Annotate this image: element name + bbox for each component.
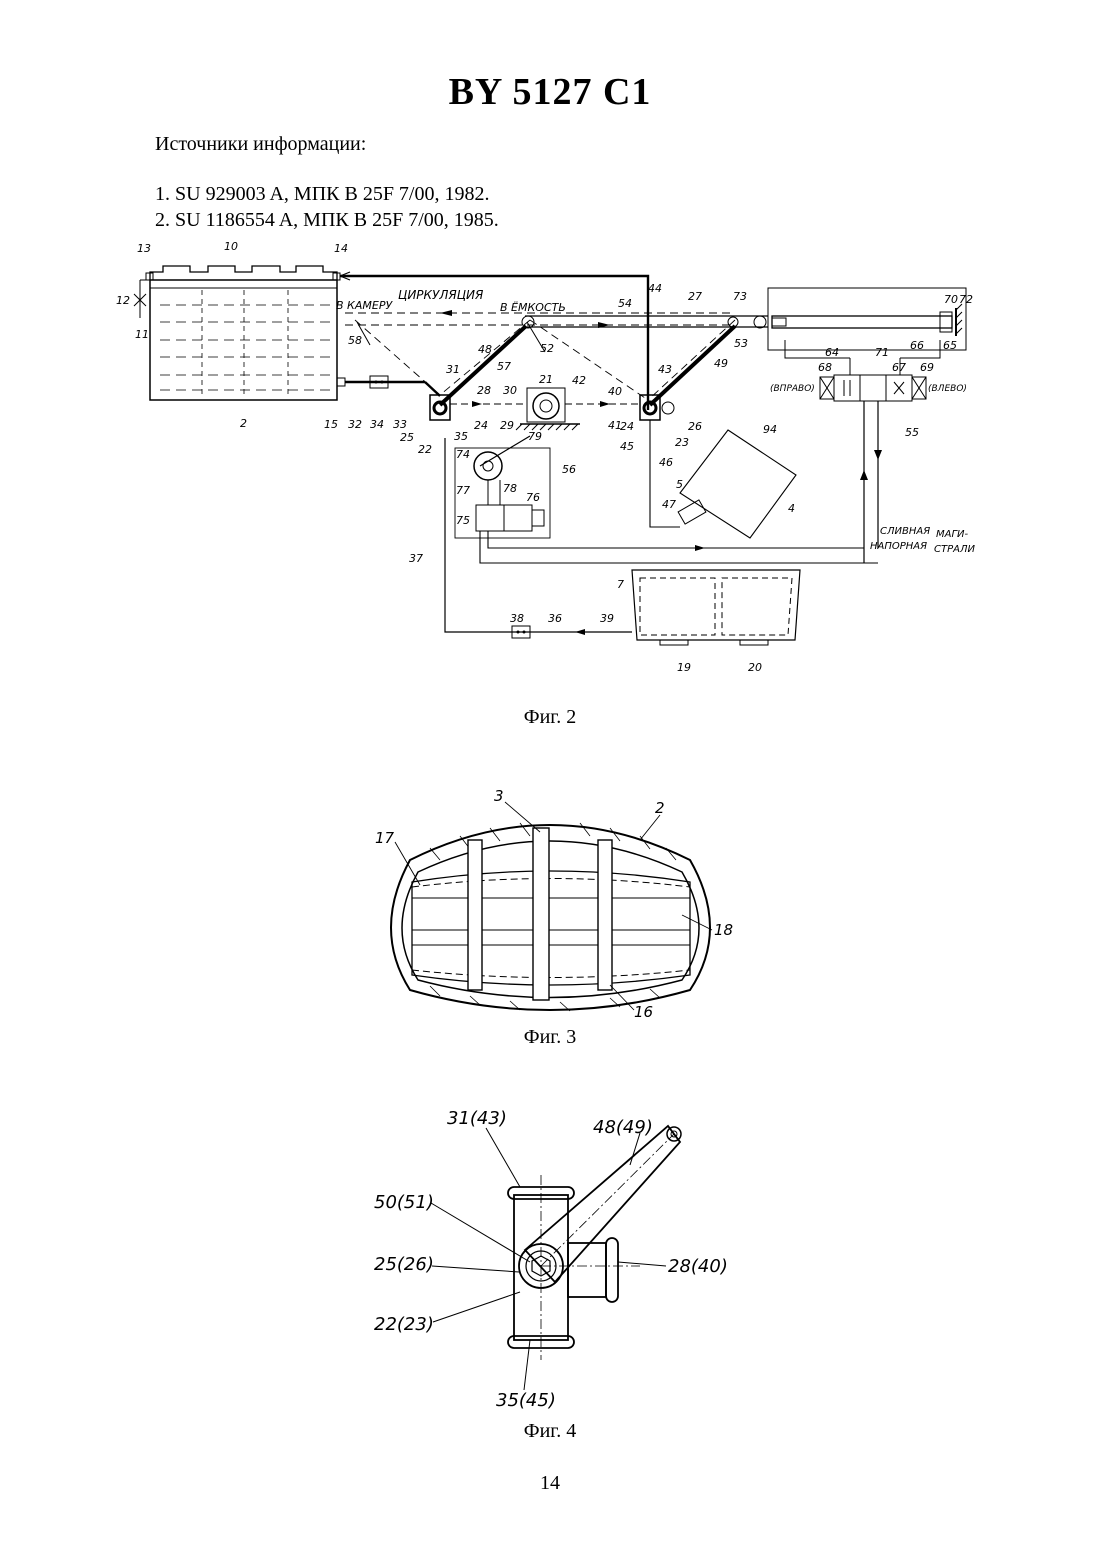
label-31-43: 31(43): [447, 1108, 507, 1129]
label-28-40: 28(40): [668, 1256, 728, 1277]
label-48-49: 48(49): [593, 1117, 653, 1138]
label-25-26: 25(26): [374, 1254, 434, 1275]
label-50-51: 50(51): [374, 1192, 434, 1213]
label-35-45: 35(45): [496, 1390, 556, 1411]
page-number: 14: [0, 1472, 1100, 1495]
figure-4-diagram: 31(43) 48(49) 50(51) 25(26) 28(40) 22(23…: [0, 0, 1100, 1420]
label-22-23: 22(23): [374, 1314, 434, 1335]
figure-4-caption: Фиг. 4: [0, 1420, 1100, 1443]
